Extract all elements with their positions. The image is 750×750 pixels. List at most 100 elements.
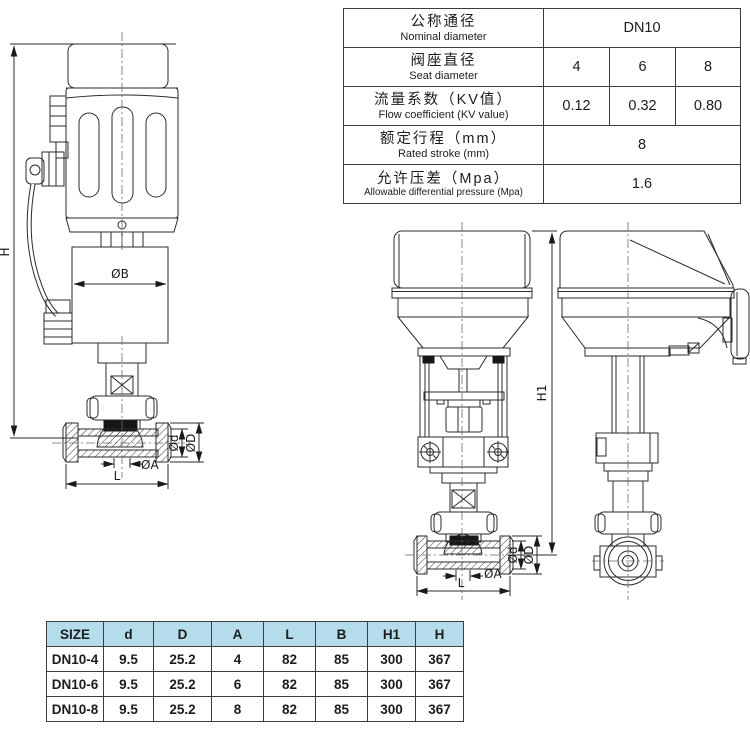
size-cell: 82 <box>263 696 316 722</box>
size-header-cell: D <box>153 621 212 647</box>
spec-row: 额定行程（mm） Rated stroke (mm) 8 <box>343 125 742 165</box>
spec-label-en: Allowable differential pressure (Mpa) <box>364 186 523 198</box>
dim-label-H1: H1 <box>535 385 549 402</box>
valve-side-view-drawing <box>557 222 750 600</box>
size-cell: 367 <box>415 696 464 722</box>
valve-body-section <box>62 420 172 463</box>
dimension-Od: Ød <box>506 540 526 570</box>
dimension-H1: H1 <box>514 230 557 556</box>
valve-front-view-drawing: ØA L Ød ØD H1 <box>391 222 557 600</box>
handwheel <box>722 288 750 365</box>
dim-label-L: L <box>458 576 465 590</box>
size-table-row: DN10-4 9.5 25.2 4 82 85 300 367 <box>46 646 464 672</box>
valve-bonnet-assembly <box>430 472 498 543</box>
dim-label-Od: Ød <box>506 546 520 563</box>
spec-row: 允许压差（Mpa） Allowable differential pressur… <box>343 164 742 204</box>
size-cell: 4 <box>211 646 264 672</box>
size-cell: 82 <box>263 646 316 672</box>
actuator-cylinder <box>71 246 169 344</box>
size-cell: DN10-8 <box>46 696 104 722</box>
spec-label-zh: 流量系数（KV值） <box>374 91 513 108</box>
size-cell: 82 <box>263 671 316 697</box>
spec-row: 流量系数（KV值） Flow coefficient (KV value) 0.… <box>343 86 742 126</box>
spec-label-cell: 公称通径 Nominal diameter <box>343 8 544 48</box>
size-cell: 25.2 <box>153 671 212 697</box>
yoke-bolt-left <box>419 441 441 463</box>
dimension-L: L <box>416 576 511 596</box>
spec-label-en: Seat diameter <box>409 70 478 83</box>
dimension-OA: ØA <box>443 567 502 581</box>
size-cell: 25.2 <box>153 646 212 672</box>
spec-value-cell: 8 <box>674 47 742 87</box>
yoke-bolt-right <box>487 441 509 463</box>
spec-label-cell: 阀座直径 Seat diameter <box>343 47 544 87</box>
dimension-OD: ØD <box>170 422 204 463</box>
spec-label-cell: 额定行程（mm） Rated stroke (mm) <box>343 125 544 165</box>
dimension-OA: ØA <box>101 458 159 472</box>
spec-label-zh: 允许压差（Mpa） <box>376 170 511 187</box>
size-header-cell: SIZE <box>46 621 104 647</box>
size-table-row: DN10-8 9.5 25.2 8 82 85 300 367 <box>46 696 464 722</box>
dimension-H: H <box>0 43 176 439</box>
size-cell: 8 <box>211 696 264 722</box>
spec-value-cell: 4 <box>543 47 610 87</box>
size-cell: 300 <box>367 671 416 697</box>
dim-label-OA: ØA <box>141 458 159 472</box>
size-cell: 6 <box>211 671 264 697</box>
size-header-cell: B <box>315 621 368 647</box>
dim-label-OB: ØB <box>111 267 129 281</box>
cup-actuator-side <box>557 230 735 349</box>
size-cell: 367 <box>415 671 464 697</box>
size-cell: 9.5 <box>103 646 154 672</box>
size-header-cell: L <box>263 621 316 647</box>
spec-value-cell: 0.32 <box>609 86 676 126</box>
spec-value-cell: 1.6 <box>542 164 742 204</box>
valve-front-view-motor-drawing: H ØB ØA L Ød ØD <box>0 32 204 489</box>
size-cell: 300 <box>367 696 416 722</box>
cable-gland-assembly <box>25 95 73 345</box>
spec-label-zh: 额定行程（mm） <box>379 130 508 147</box>
dim-label-H: H <box>0 247 12 256</box>
size-cell: 367 <box>415 646 464 672</box>
spec-table: 公称通径 Nominal diameter DN10 阀座直径 Seat dia… <box>343 8 742 204</box>
size-cell: 85 <box>315 671 368 697</box>
size-cell: DN10-6 <box>46 671 104 697</box>
size-cell: 9.5 <box>103 696 154 722</box>
size-cell: 300 <box>367 646 416 672</box>
dimension-L: L <box>65 464 169 489</box>
yoke-side <box>584 342 700 472</box>
size-cell: 9.5 <box>103 671 154 697</box>
dimension-Od: Ød <box>167 428 188 458</box>
size-table: SIZE d D A L B H1 H DN10-4 9.5 25.2 4 82… <box>46 621 464 722</box>
size-cell: 85 <box>315 646 368 672</box>
size-header-cell: H <box>415 621 464 647</box>
spec-label-zh: 公称通径 <box>410 13 477 30</box>
spec-label-en: Nominal diameter <box>400 31 487 44</box>
spec-value-cell: 0.12 <box>543 86 610 126</box>
dim-label-L: L <box>114 469 121 483</box>
spec-value-cell: 8 <box>542 125 742 165</box>
size-header-cell: H1 <box>367 621 416 647</box>
size-cell: 25.2 <box>153 696 212 722</box>
size-header-cell: d <box>103 621 154 647</box>
spec-value-cell: 6 <box>609 47 676 87</box>
dim-label-OD: ØD <box>184 434 198 453</box>
size-table-header-row: SIZE d D A L B H1 H <box>46 621 464 647</box>
spec-label-en: Rated stroke (mm) <box>397 148 490 161</box>
spec-value-cell: 0.80 <box>674 86 742 126</box>
spec-row: 阀座直径 Seat diameter 4 6 8 <box>343 47 742 87</box>
yoke-assembly <box>417 347 511 474</box>
size-table-row: DN10-6 9.5 25.2 6 82 85 300 367 <box>46 671 464 697</box>
valve-bonnet-assembly <box>86 342 158 430</box>
spec-label-zh: 阀座直径 <box>410 52 477 69</box>
spec-row: 公称通径 Nominal diameter DN10 <box>343 8 742 48</box>
dim-label-Od: Ød <box>167 434 181 451</box>
size-cell: 85 <box>315 696 368 722</box>
spec-value-cell: DN10 <box>542 8 742 48</box>
dim-label-OA: ØA <box>484 567 502 581</box>
dimension-OB: ØB <box>73 267 167 288</box>
spec-label-en: Flow coefficient (KV value) <box>378 109 509 122</box>
spec-label-cell: 允许压差（Mpa） Allowable differential pressur… <box>343 164 544 204</box>
